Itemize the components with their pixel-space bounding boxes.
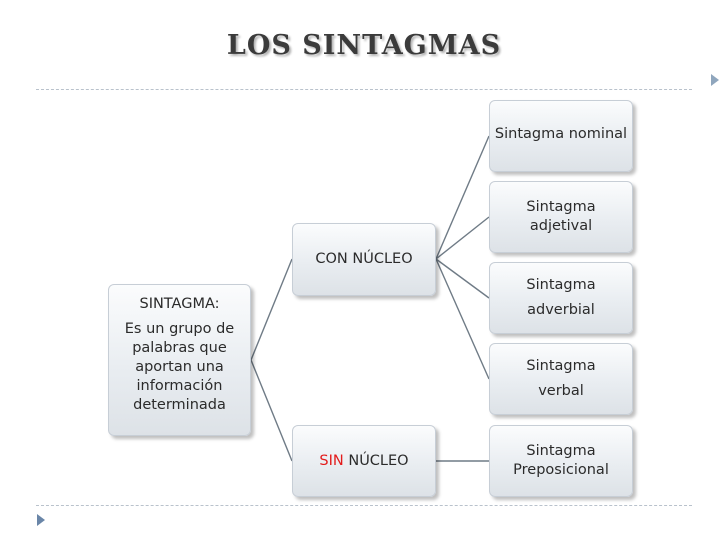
node-sintagma: SINTAGMA: Es un grupo de palabras que ap… bbox=[108, 284, 251, 436]
node-sintagma-adverbial-line-2: adverbial bbox=[527, 302, 595, 318]
node-sintagma-verbal-line-2: verbal bbox=[538, 383, 584, 399]
connector-con-adjetival bbox=[435, 216, 490, 260]
node-sintagma-adjetival-line-2: adjetival bbox=[529, 218, 593, 234]
node-sintagma-line-4: información bbox=[136, 378, 223, 394]
node-sintagma-adverbial-line-1: Sintagma bbox=[526, 277, 596, 293]
connector-root-con bbox=[250, 258, 293, 361]
footer-divider bbox=[36, 505, 692, 506]
node-sintagma-line-3: aportan una bbox=[135, 359, 224, 375]
node-sintagma-preposicional-line-2: Preposicional bbox=[513, 462, 609, 478]
node-sintagma-preposicional: Sintagma Preposicional bbox=[489, 425, 633, 497]
node-con-nucleo: CON NÚCLEO bbox=[292, 223, 436, 296]
node-sintagma-preposicional-line-1: Sintagma bbox=[526, 443, 596, 459]
node-sintagma-line-2: palabras que bbox=[132, 340, 227, 356]
footer-arrow-icon bbox=[37, 514, 45, 526]
node-sintagma-verbal-line-1: Sintagma bbox=[526, 358, 596, 374]
node-sin-nucleo-label: SIN NÚCLEO bbox=[319, 452, 408, 471]
connector-con-adverbial bbox=[435, 258, 490, 299]
node-con-nucleo-label: CON NÚCLEO bbox=[315, 251, 413, 267]
connector-con-nominal bbox=[435, 135, 490, 260]
node-sintagma-adjetival: Sintagma adjetival bbox=[489, 181, 633, 253]
node-sintagma-nominal: Sintagma nominal bbox=[489, 100, 633, 172]
connector-root-sin bbox=[250, 359, 293, 462]
node-sintagma-adjetival-line-1: Sintagma bbox=[526, 199, 596, 215]
node-sin-nucleo-highlight: SIN bbox=[319, 452, 344, 469]
node-sin-nucleo-rest: NÚCLEO bbox=[343, 452, 409, 469]
node-sintagma-line-5: determinada bbox=[133, 397, 226, 413]
node-sintagma-nominal-label: Sintagma nominal bbox=[494, 126, 628, 142]
node-sintagma-verbal: Sintagma verbal bbox=[489, 343, 633, 415]
node-sin-nucleo: SIN NÚCLEO bbox=[292, 425, 436, 497]
node-sintagma-heading: SINTAGMA: bbox=[139, 296, 220, 312]
slide-title: LOS SINTAGMAS bbox=[226, 30, 502, 61]
node-sintagma-adverbial: Sintagma adverbial bbox=[489, 262, 633, 334]
title-divider bbox=[36, 89, 692, 90]
corner-arrow-icon bbox=[711, 74, 719, 86]
node-sintagma-line-1: Es un grupo de bbox=[124, 321, 235, 337]
connector-con-verbal bbox=[435, 258, 490, 380]
